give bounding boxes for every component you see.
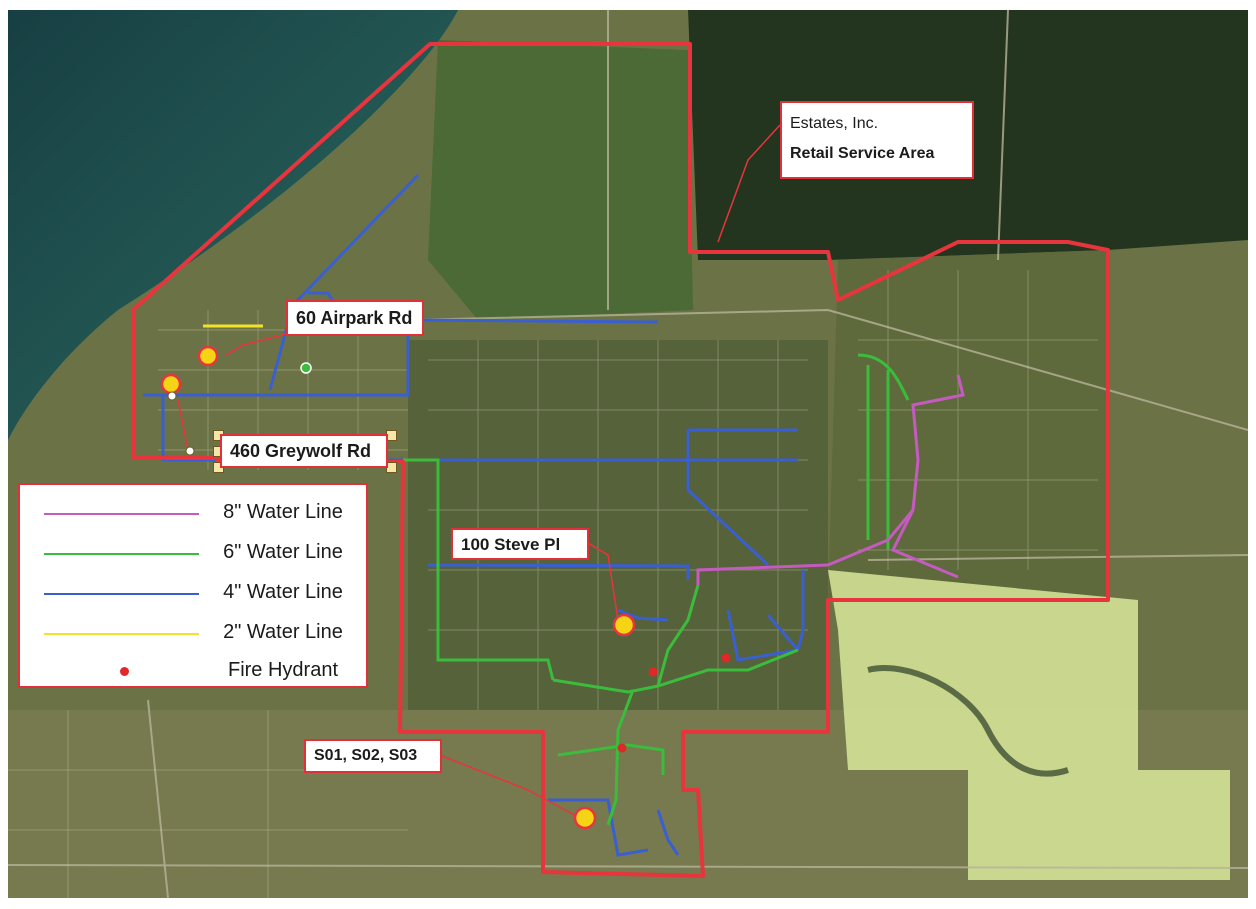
white-point-marker [167, 391, 177, 401]
legend-item-4in: 4" Water Line [20, 573, 366, 613]
callout-estates-subtitle: Retail Service Area [790, 145, 935, 162]
conservation-area [428, 40, 693, 320]
water-lines-8in [696, 374, 965, 585]
wells-callout: S01, S02, S03 [304, 739, 442, 773]
legend-item-8in: 8" Water Line [20, 493, 366, 533]
water-lines-6in [403, 353, 910, 826]
legend-item-6in: 6" Water Line [20, 533, 366, 573]
east-parcels [828, 250, 1108, 600]
site-marker-greywolf[interactable] [160, 373, 182, 395]
steve-callout: 100 Steve Pl [451, 528, 589, 560]
fire-hydrant[interactable] [648, 667, 658, 677]
legend-label: 6" Water Line [223, 541, 343, 563]
site-marker-airpark[interactable] [197, 345, 219, 367]
site-marker-wells[interactable] [573, 806, 597, 830]
legend-label: 2" Water Line [223, 621, 343, 643]
callout-leaders [177, 124, 781, 819]
aerial-map[interactable] [8, 10, 1248, 898]
fire-hydrant-icon [120, 667, 129, 676]
fire-hydrants [617, 653, 731, 753]
legend-item-2in: 2" Water Line [20, 613, 366, 653]
map-frame: Estates, Inc. Retail Service Area 60 Air… [8, 10, 1248, 898]
legend-swatch-2in [44, 633, 199, 635]
fire-hydrant[interactable] [721, 653, 731, 663]
white-point-marker [185, 446, 195, 456]
fire-hydrant[interactable] [617, 743, 627, 753]
golf-course-area [828, 570, 1230, 880]
site-markers [160, 345, 636, 830]
legend-swatch-8in [44, 513, 199, 515]
map-legend: 8" Water Line 6" Water Line 4" Water Lin… [18, 483, 368, 688]
golf-neighborhood-road [867, 665, 1069, 777]
estates-service-area-callout: Estates, Inc. Retail Service Area [780, 101, 974, 179]
legend-label: 8" Water Line [223, 501, 343, 523]
central-subdivision [408, 340, 828, 710]
callout-estates-name: Estates, Inc. [790, 115, 879, 132]
legend-label: 4" Water Line [223, 581, 343, 603]
legend-swatch-6in [44, 553, 199, 555]
legend-label: Fire Hydrant [227, 659, 339, 681]
water-lines-4in [143, 173, 805, 857]
greywolf-callout[interactable]: 460 Greywolf Rd [220, 434, 388, 468]
green-point-marker [300, 362, 312, 374]
legend-swatch-4in [44, 593, 199, 595]
airpark-callout: 60 Airpark Rd [286, 300, 424, 336]
site-marker-steve[interactable] [612, 613, 636, 637]
legend-item-hydrant: Fire Hydrant [20, 651, 366, 691]
